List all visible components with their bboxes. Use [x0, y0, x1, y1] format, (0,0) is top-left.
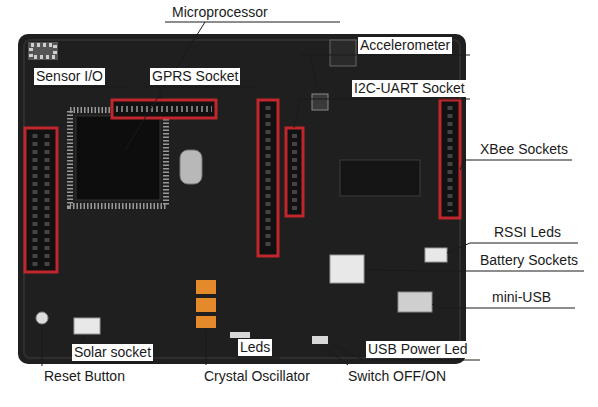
part-label: Battery Sockets: [478, 252, 580, 269]
component: [330, 40, 356, 66]
part-label: Microprocessor: [170, 4, 270, 21]
header-socket: [286, 128, 303, 216]
header-holes: [33, 134, 38, 268]
leader-line: [310, 55, 318, 92]
part-label: GPRS Socket: [150, 68, 240, 85]
header-holes: [292, 134, 297, 210]
leader-line: [330, 344, 364, 360]
leader-lines: [30, 22, 584, 366]
switch: [312, 336, 328, 344]
part-label: Solar socket: [72, 344, 153, 361]
header-holes: [448, 106, 453, 212]
leader-line: [206, 329, 207, 365]
circuit-board: [18, 34, 466, 364]
label-underline: [145, 87, 258, 88]
pins: [31, 45, 55, 57]
part-label: RSSI Leds: [492, 224, 563, 241]
microprocessor: [70, 110, 166, 206]
capacitor: [196, 316, 216, 328]
header-holes: [266, 106, 271, 250]
accelerometer-chip: [312, 94, 328, 110]
label-underline: [440, 308, 575, 309]
leader-line: [365, 270, 440, 271]
label-underline: [470, 243, 578, 244]
part-label: USB Power Led: [366, 341, 470, 358]
part-label: Crystal Oscillator: [202, 368, 312, 385]
rssi-leds: [425, 248, 447, 262]
leds: [230, 332, 250, 338]
leader-line: [447, 243, 470, 253]
component: [340, 160, 420, 196]
label-underline: [364, 360, 480, 361]
header-socket: [258, 100, 278, 256]
part-label: Leds: [238, 339, 272, 356]
headers: [258, 100, 460, 256]
leader-line: [432, 304, 440, 308]
leader-line: [160, 87, 161, 99]
header-socket: [440, 100, 460, 218]
socket-pins: [116, 106, 212, 112]
label-underline: [300, 99, 470, 100]
part-label: mini-USB: [490, 289, 553, 306]
sensor-pins: [28, 42, 58, 60]
part-label: Reset Button: [42, 368, 127, 385]
solar-socket: [74, 318, 100, 334]
label-underline: [464, 160, 572, 161]
label-underline: [440, 271, 584, 272]
label-underline: [300, 55, 470, 56]
battery-socket: [330, 255, 364, 283]
header-holes: [45, 134, 50, 268]
socket: [112, 100, 216, 118]
part-label: Switch OFF/ON: [346, 368, 448, 385]
chip-pins: [70, 110, 166, 206]
gprs-socket: [112, 100, 216, 118]
part-label: XBee Sockets: [478, 141, 570, 158]
capacitor: [196, 280, 216, 294]
part-label: Accelerometer: [358, 37, 452, 54]
part-label: Sensor I/O: [34, 68, 105, 85]
mini-usb: [398, 292, 432, 312]
sensor-header: [25, 128, 57, 272]
reset-button: [36, 312, 48, 324]
label-underline: [236, 358, 280, 359]
leader-line: [40, 61, 41, 66]
label-underline: [30, 87, 128, 88]
crystal: [180, 150, 202, 184]
leader-line: [125, 22, 205, 150]
capacitors: [196, 280, 216, 328]
leader-line: [42, 325, 43, 366]
capacitor: [196, 298, 216, 312]
label-underline: [70, 363, 165, 364]
header-socket: [25, 128, 57, 272]
leader-line: [294, 99, 300, 128]
label-underline: [165, 22, 340, 23]
leader-line: [460, 160, 464, 170]
part-label: I2C-UART Socket: [352, 80, 467, 97]
pin-block: [28, 42, 58, 60]
chip-body: [76, 116, 160, 200]
leader-line: [322, 345, 348, 365]
